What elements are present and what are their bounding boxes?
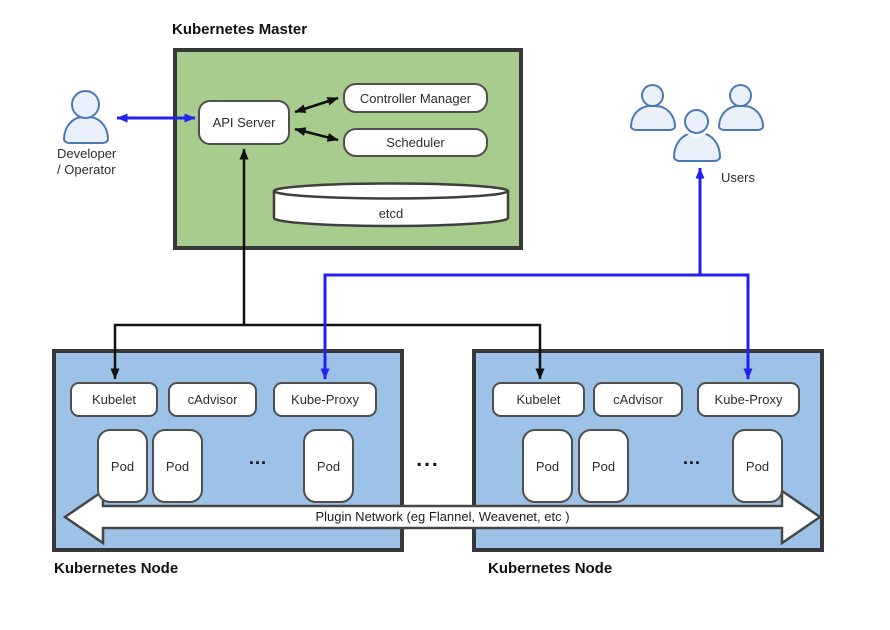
- developer-label-line2: / Operator: [57, 162, 116, 177]
- node-right-pod: Pod: [578, 429, 629, 503]
- between-nodes-ellipsis: ...: [416, 448, 440, 471]
- node-right-title: Kubernetes Node: [488, 560, 613, 577]
- controller-manager-box: Controller Manager: [343, 83, 488, 113]
- node-left-pod: Pod: [303, 429, 354, 503]
- developer-label: Developer / Operator: [57, 146, 116, 178]
- user-front-body-icon: [673, 132, 721, 162]
- node-left-pod: Pod: [97, 429, 148, 503]
- node-left-kubeproxy-box: Kube-Proxy: [273, 382, 377, 417]
- etcd-cylinder-shape: [272, 182, 510, 228]
- node-right-pods-ellipsis: ...: [682, 448, 701, 468]
- user-back-right-body-icon: [718, 105, 764, 131]
- node-left-kubelet-box: Kubelet: [70, 382, 158, 417]
- users-label: Users: [721, 170, 755, 185]
- node-left-pods-ellipsis: ...: [248, 448, 267, 468]
- node-left-cadvisor-box: cAdvisor: [168, 382, 257, 417]
- scheduler-box: Scheduler: [343, 128, 488, 157]
- node-left-title: Kubernetes Node: [54, 560, 179, 577]
- node-right-pod: Pod: [522, 429, 573, 503]
- master-title: Kubernetes Master: [172, 21, 308, 38]
- plugin-network-label: Plugin Network (eg Flannel, Weavenet, et…: [315, 509, 570, 524]
- node-right-kubeproxy-box: Kube-Proxy: [697, 382, 800, 417]
- user-back-left-head-icon: [641, 84, 664, 107]
- developer-label-line1: Developer: [57, 146, 117, 161]
- developer-head-icon: [71, 90, 100, 119]
- node-right-cadvisor-box: cAdvisor: [593, 382, 683, 417]
- node-left-pod: Pod: [152, 429, 203, 503]
- node-right-kubelet-box: Kubelet: [492, 382, 585, 417]
- user-back-right-head-icon: [729, 84, 752, 107]
- api-server-box: API Server: [198, 100, 290, 145]
- user-back-left-body-icon: [630, 105, 676, 131]
- node-right-pod: Pod: [732, 429, 783, 503]
- user-front-head-icon: [684, 109, 709, 134]
- etcd-label: etcd: [378, 206, 404, 221]
- developer-body-icon: [63, 116, 109, 144]
- etcd-cylinder: etcd: [272, 181, 510, 228]
